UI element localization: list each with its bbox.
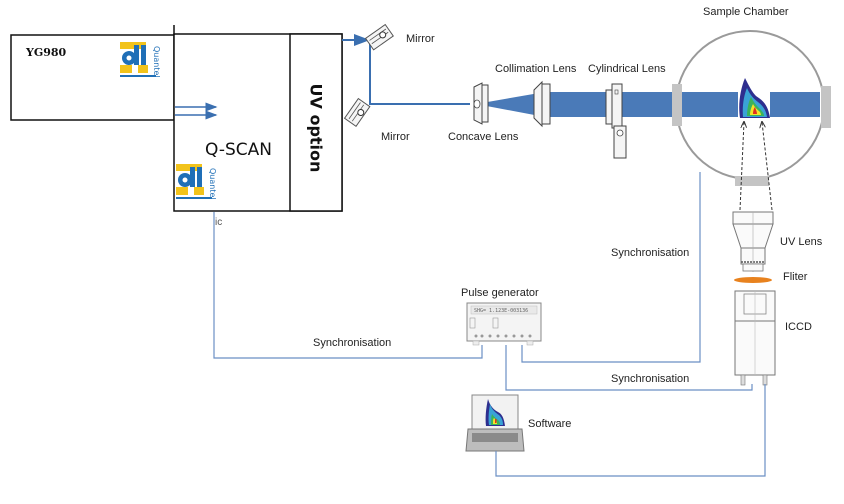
chamber-window-bottom xyxy=(735,176,769,186)
iccd-camera-icon xyxy=(734,290,776,386)
concave-lens-icon xyxy=(473,82,489,125)
quantel-logo-icon: Quantel xyxy=(120,42,161,78)
sync-line-pulsegen-chamber xyxy=(521,172,701,363)
sync-label-iccd: Synchronisation xyxy=(611,373,690,385)
chamber-window-left xyxy=(672,84,682,126)
sheet-beam-right xyxy=(770,92,820,117)
filter-label: Fliter xyxy=(783,271,808,283)
sync-line-pulsegen-iccd xyxy=(505,345,753,391)
mirror-top-icon xyxy=(364,23,394,51)
mirror-bottom-icon xyxy=(343,97,371,127)
quantel-logo-icon-2: Quantel xyxy=(176,164,217,200)
sync-label-chamber: Synchronisation xyxy=(611,247,690,259)
stub-text: ic xyxy=(215,217,223,228)
sync-label-qscan: Synchronisation xyxy=(313,337,392,349)
imaging-ray-right xyxy=(762,122,773,211)
laptop-software-icon xyxy=(465,394,525,452)
sample-chamber-label: Sample Chamber xyxy=(703,6,789,18)
pulse-generator-display: SHG= 1.123E-003136 xyxy=(474,308,528,314)
uv-lens-label: UV Lens xyxy=(780,236,823,248)
mirror-top-label: Mirror xyxy=(406,33,435,45)
beam-cone xyxy=(476,92,545,117)
pulse-generator-label: Pulse generator xyxy=(461,287,539,299)
cylindrical-lens-label: Cylindrical Lens xyxy=(588,63,666,75)
imaging-ray-left xyxy=(739,122,744,211)
collimation-lens-label: Collimation Lens xyxy=(495,63,577,75)
chamber-window-right xyxy=(821,86,831,128)
pulse-generator-icon: SHG= 1.123E-003136 xyxy=(466,302,542,346)
uv-option-box xyxy=(289,33,343,212)
flame-icon xyxy=(739,78,770,118)
sync-line-laptop-iccd xyxy=(495,384,766,477)
qscan-label: Q-SCAN xyxy=(205,140,272,160)
sheet-beam-left xyxy=(676,92,738,117)
svg-text:Quantel: Quantel xyxy=(208,168,217,200)
collimation-lens-icon xyxy=(533,80,551,128)
svg-text:Quantel: Quantel xyxy=(152,46,161,78)
concave-lens-label: Concave Lens xyxy=(448,131,519,143)
uv-lens-icon xyxy=(732,211,774,272)
iccd-label: ICCD xyxy=(785,321,812,333)
laser-label: YG980 xyxy=(26,46,67,59)
uv-option-label: UV option xyxy=(306,83,326,173)
filter-icon xyxy=(734,277,772,283)
beam-path-mirrors xyxy=(342,39,470,105)
mirror-bottom-label: Mirror xyxy=(381,131,410,143)
laser-box xyxy=(10,34,175,121)
software-label: Software xyxy=(528,418,572,430)
sync-line-qscan-pulsegen xyxy=(213,212,483,359)
cylindrical-lens-icon xyxy=(605,83,627,159)
